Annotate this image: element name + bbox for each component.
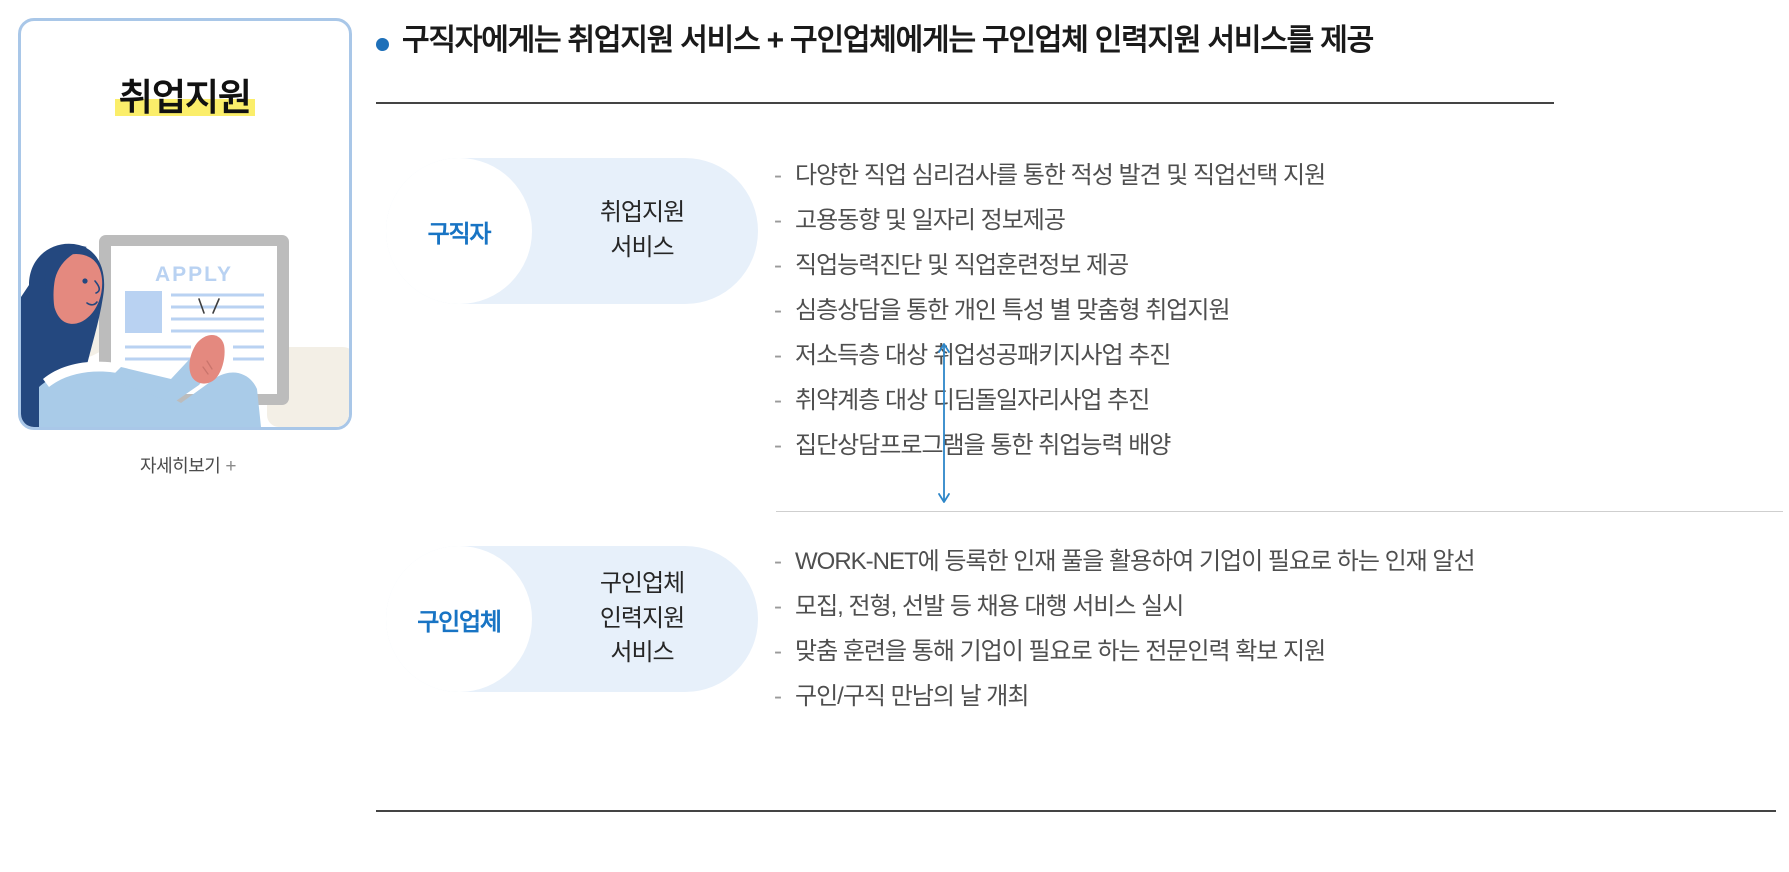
employment-support-card[interactable]: 취업지원 APPLY (18, 18, 352, 430)
detail-view-link[interactable]: 자세히보기+ (18, 452, 358, 478)
list-item-text: 맞춤 훈련을 통해 기업이 필요로 하는 전문인력 확보 지원 (795, 638, 1326, 665)
pill-label-line: 서비스 (610, 639, 674, 667)
list-item: - 심층상담을 통한 개인 특성 별 맞춤형 취업지원 (774, 299, 1784, 323)
list-item: - 고용동향 및 일자리 정보제공 (774, 209, 1784, 233)
dash-icon: - (774, 387, 782, 414)
page-title: 취업지원 (114, 79, 256, 116)
list-item-text: 취약계층 대상 디딤돌일자리사업 추진 (795, 387, 1150, 414)
list-item-text: WORK-NET에 등록한 인재 풀을 활용하여 기업이 필요로 하는 인재 알… (795, 548, 1476, 575)
apply-illustration: APPLY (21, 235, 349, 427)
header-divider (376, 102, 1554, 104)
dash-icon: - (774, 683, 782, 710)
dash-icon: - (774, 638, 782, 665)
pill-badge-employer: 구인업체 (386, 546, 532, 692)
detail-view-label: 자세히보기 (140, 456, 221, 476)
list-item-text: 다양한 직업 심리검사를 통한 적성 발견 및 직업선택 지원 (795, 162, 1326, 189)
dash-icon: - (774, 432, 782, 459)
card-title-wrapper: 취업지원 (21, 79, 349, 116)
left-card-column: 취업지원 APPLY (18, 18, 358, 478)
pill-badge-job-seeker: 구직자 (386, 158, 532, 304)
dash-icon: - (774, 548, 782, 575)
list-item: - 저소득층 대상 취업성공패키지사업 추진 (774, 344, 1784, 368)
dash-icon: - (774, 593, 782, 620)
dash-icon: - (774, 207, 782, 234)
list-item-text: 직업능력진단 및 직업훈련정보 제공 (795, 252, 1129, 279)
pill-employer[interactable]: 구인업체 구인업체 인력지원 서비스 (386, 546, 758, 692)
list-item-text: 심층상담을 통한 개인 특성 별 맞춤형 취업지원 (795, 297, 1231, 324)
pill-label-employer: 구인업체 인력지원 서비스 (532, 567, 758, 671)
dash-icon: - (774, 297, 782, 324)
headline-text: 구직자에게는 취업지원 서비스 + 구인업체에게는 구인업체 인력지원 서비스를… (402, 24, 1374, 57)
list-item-text: 고용동향 및 일자리 정보제공 (795, 207, 1066, 234)
list-item: - WORK-NET에 등록한 인재 풀을 활용하여 기업이 필요로 하는 인재… (774, 550, 1784, 574)
pill-label-line: 인력지원 (599, 604, 685, 632)
list-item: - 집단상담프로그램을 통한 취업능력 배양 (774, 434, 1784, 458)
footer-divider (376, 810, 1776, 812)
list-item-text: 저소득층 대상 취업성공패키지사업 추진 (795, 342, 1171, 369)
dash-icon: - (774, 252, 782, 279)
list-item: - 직업능력진단 및 직업훈련정보 제공 (774, 254, 1784, 278)
svg-text:APPLY: APPLY (155, 263, 233, 286)
list-item: - 취약계층 대상 디딤돌일자리사업 추진 (774, 389, 1784, 413)
pill-label-job-seeker: 취업지원 서비스 (532, 196, 758, 266)
list-item: - 모집, 전형, 선발 등 채용 대행 서비스 실시 (774, 595, 1784, 619)
section-divider (776, 511, 1783, 512)
list-item: - 다양한 직업 심리검사를 통한 적성 발견 및 직업선택 지원 (774, 164, 1784, 188)
bullet-list-employer: - WORK-NET에 등록한 인재 풀을 활용하여 기업이 필요로 하는 인재… (774, 550, 1784, 730)
pill-label-line: 취업지원 (599, 199, 685, 227)
pill-job-seeker[interactable]: 구직자 취업지원 서비스 (386, 158, 758, 304)
plus-icon: + (225, 456, 236, 477)
content-column: 구직자에게는 취업지원 서비스 + 구인업체에게는 구인업체 인력지원 서비스를… (376, 0, 1776, 872)
pill-label-line: 서비스 (610, 234, 674, 261)
list-item: - 구인/구직 만남의 날 개최 (774, 685, 1784, 709)
bullet-dot-icon (376, 38, 389, 51)
bullet-list-job-seeker: - 다양한 직업 심리검사를 통한 적성 발견 및 직업선택 지원 - 고용동향… (774, 164, 1784, 479)
list-item: - 맞춤 훈련을 통해 기업이 필요로 하는 전문인력 확보 지원 (774, 640, 1784, 664)
list-item-text: 모집, 전형, 선발 등 채용 대행 서비스 실시 (795, 593, 1184, 620)
double-headed-vertical-arrow-icon (938, 343, 950, 503)
headline: 구직자에게는 취업지원 서비스 + 구인업체에게는 구인업체 인력지원 서비스를… (376, 22, 1374, 60)
list-item-text: 집단상담프로그램을 통한 취업능력 배양 (795, 432, 1171, 459)
pill-label-line: 구인업체 (599, 569, 685, 597)
dash-icon: - (774, 342, 782, 369)
list-item-text: 구인/구직 만남의 날 개최 (795, 683, 1029, 710)
dash-icon: - (774, 162, 782, 189)
